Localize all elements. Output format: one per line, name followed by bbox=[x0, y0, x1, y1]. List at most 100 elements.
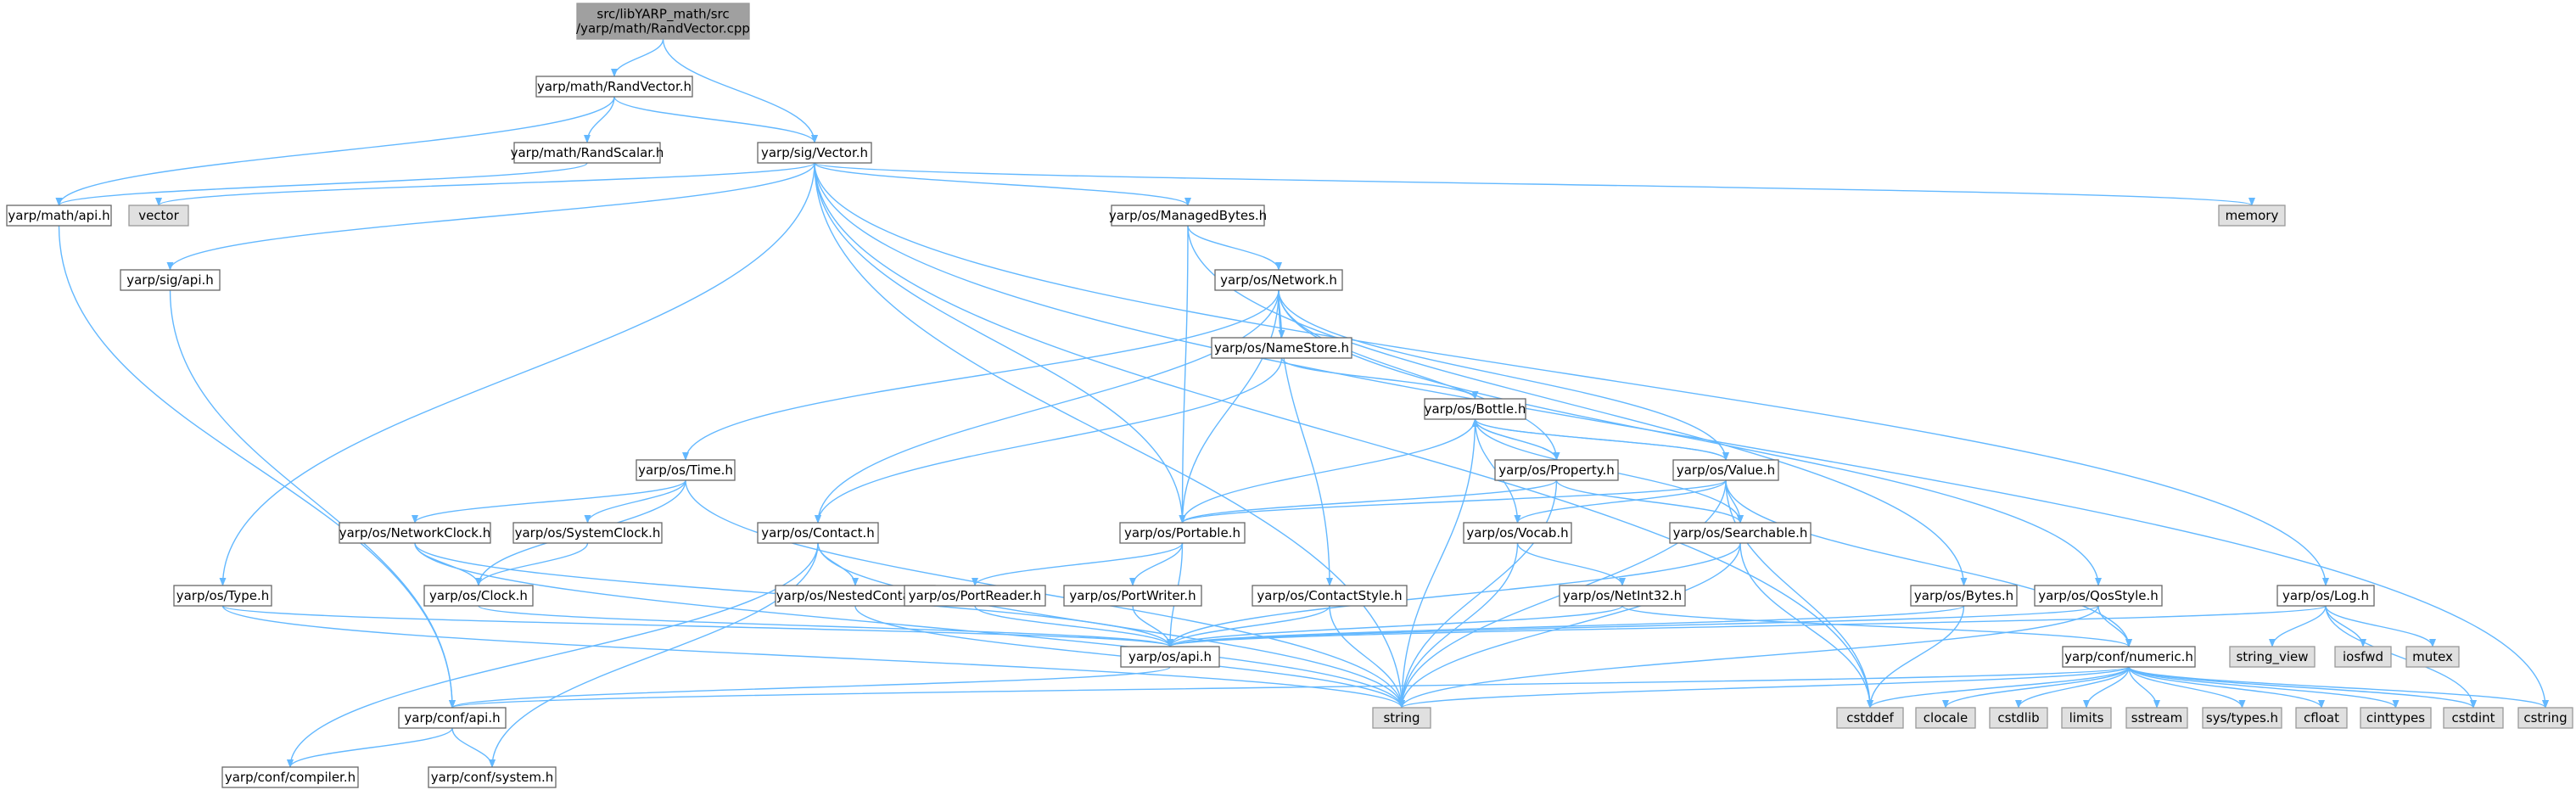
node-label: yarp/os/PortReader.h bbox=[909, 588, 1042, 603]
node-numeric-h[interactable]: yarp/conf/numeric.h bbox=[2062, 646, 2196, 668]
edge-numeric_h-to-clocale bbox=[1942, 666, 2130, 709]
edge-time_h-to-systemclock_h bbox=[584, 479, 686, 524]
node-vocab-h[interactable]: yarp/os/Vocab.h bbox=[1463, 522, 1572, 544]
edge-numeric_h-to-conf_api_h bbox=[449, 666, 2130, 709]
node-label: yarp/os/Property.h bbox=[1498, 462, 1614, 478]
node-label: yarp/os/SystemClock.h bbox=[515, 525, 661, 541]
edge-type_h-to-string bbox=[221, 605, 1405, 709]
node-box bbox=[2517, 707, 2573, 729]
node-box bbox=[757, 142, 872, 164]
node-clock-h[interactable]: yarp/os/Clock.h bbox=[423, 585, 534, 607]
edge-randvector_h-to-sig_vector_h bbox=[613, 96, 818, 143]
node-managedbytes-h[interactable]: yarp/os/ManagedBytes.h bbox=[1109, 205, 1267, 227]
node-system-h[interactable]: yarp/conf/system.h bbox=[428, 766, 557, 788]
node-contactstyle-h[interactable]: yarp/os/ContactStyle.h bbox=[1252, 585, 1408, 607]
node-label: iosfwd bbox=[2343, 649, 2383, 664]
node-box bbox=[2295, 707, 2348, 729]
node-compiler-h[interactable]: yarp/conf/compiler.h bbox=[221, 766, 359, 788]
node-root: src/libYARP_math/src/yarp/math/RandVecto… bbox=[576, 3, 750, 40]
node-value-h[interactable]: yarp/os/Value.h bbox=[1672, 459, 1779, 481]
node-box bbox=[2334, 646, 2392, 668]
edge-netint32_h-to-numeric_h bbox=[1621, 605, 2132, 647]
node-log-h[interactable]: yarp/os/Log.h bbox=[2276, 585, 2375, 607]
node-box bbox=[1910, 585, 2018, 607]
node-bytes-h[interactable]: yarp/os/Bytes.h bbox=[1910, 585, 2018, 607]
node-netint32-h[interactable]: yarp/os/NetInt32.h bbox=[1559, 585, 1686, 607]
node-box bbox=[1494, 459, 1619, 481]
edge-network_h-to-portable_h bbox=[1179, 289, 1280, 524]
edge-contactstyle_h-to-string bbox=[1329, 605, 1405, 709]
node-networkclock-h[interactable]: yarp/os/NetworkClock.h bbox=[339, 522, 491, 544]
node-portwriter-h[interactable]: yarp/os/PortWriter.h bbox=[1063, 585, 1202, 607]
node-label: string bbox=[1383, 710, 1420, 726]
node-randscalar-h[interactable]: yarp/math/RandScalar.h bbox=[511, 142, 664, 164]
edge-sig_vector_h-to-sig_api_h bbox=[166, 162, 815, 271]
node-label: yarp/os/ManagedBytes.h bbox=[1109, 208, 1267, 223]
node-portreader-h[interactable]: yarp/os/PortReader.h bbox=[904, 585, 1046, 607]
edge-numeric_h-to-cstdlib bbox=[2015, 666, 2130, 709]
edge-sig_vector_h-to-vector bbox=[155, 162, 815, 206]
node-box bbox=[1120, 646, 1220, 668]
node-cstdint: cstdint bbox=[2443, 707, 2504, 729]
node-label: yarp/os/NameStore.h bbox=[1214, 340, 1349, 356]
node-box bbox=[2276, 585, 2375, 607]
node-bottle-h[interactable]: yarp/os/Bottle.h bbox=[1424, 398, 1526, 420]
node-type-h[interactable]: yarp/os/Type.h bbox=[173, 585, 272, 607]
node-label: yarp/math/RandVector.h bbox=[537, 79, 692, 94]
node-label: yarp/os/Bottle.h bbox=[1425, 401, 1526, 417]
node-clocale: clocale bbox=[1915, 707, 1976, 729]
node-box bbox=[1211, 337, 1352, 359]
node-label: yarp/os/QosStyle.h bbox=[2038, 588, 2159, 603]
edge-sig_vector_h-to-cstring bbox=[814, 162, 2549, 709]
node-box bbox=[1214, 269, 1343, 291]
edge-sig_vector_h-to-string bbox=[814, 162, 1405, 709]
node-time-h[interactable]: yarp/os/Time.h bbox=[636, 459, 736, 481]
node-contact-h[interactable]: yarp/os/Contact.h bbox=[757, 522, 879, 544]
edge-sig_vector_h-to-log_h bbox=[814, 162, 2329, 586]
node-systemclock-h[interactable]: yarp/os/SystemClock.h bbox=[512, 522, 663, 544]
node-label: yarp/math/RandScalar.h bbox=[511, 145, 664, 160]
node-searchable-h[interactable]: yarp/os/Searchable.h bbox=[1669, 522, 1812, 544]
edge-property_h-to-searchable_h bbox=[1555, 479, 1744, 524]
node-label: yarp/os/Time.h bbox=[638, 462, 733, 478]
node-box bbox=[2443, 707, 2504, 729]
node-box bbox=[2125, 707, 2188, 729]
node-portable-h[interactable]: yarp/os/Portable.h bbox=[1119, 522, 1246, 544]
edge-numeric_h-to-cstddef bbox=[1867, 666, 2130, 709]
edge-network_h-to-contact_h bbox=[815, 289, 1280, 524]
node-string-view: string_view bbox=[2229, 646, 2316, 668]
node-label: mutex bbox=[2412, 649, 2453, 664]
node-box bbox=[2229, 646, 2316, 668]
node-network-h[interactable]: yarp/os/Network.h bbox=[1214, 269, 1343, 291]
node-property-h[interactable]: yarp/os/Property.h bbox=[1494, 459, 1619, 481]
edge-namestore_h-to-contact_h bbox=[815, 357, 1283, 524]
edge-contactstyle_h-to-os_api_h bbox=[1167, 605, 1330, 647]
node-label: limits bbox=[2069, 710, 2104, 726]
node-box bbox=[2202, 707, 2282, 729]
node-iosfwd: iosfwd bbox=[2334, 646, 2392, 668]
node-mutex: mutex bbox=[2405, 646, 2460, 668]
edge-sig_vector_h-to-type_h bbox=[219, 162, 815, 586]
node-randvector-h[interactable]: yarp/math/RandVector.h bbox=[535, 76, 693, 98]
node-os-api-h[interactable]: yarp/os/api.h bbox=[1120, 646, 1220, 668]
node-box bbox=[2061, 707, 2112, 729]
dependency-nodes: src/libYARP_math/src/yarp/math/RandVecto… bbox=[6, 3, 2573, 788]
edge-os_api_h-to-conf_api_h bbox=[449, 666, 1171, 709]
node-qosstyle-h[interactable]: yarp/os/QosStyle.h bbox=[2034, 585, 2163, 607]
node-label: yarp/os/Bytes.h bbox=[1914, 588, 2013, 603]
node-cstddef: cstddef bbox=[1836, 707, 1904, 729]
node-box bbox=[1063, 585, 1202, 607]
edge-portable_h-to-portwriter_h bbox=[1129, 542, 1184, 586]
node-box bbox=[2062, 646, 2196, 668]
node-namestore-h[interactable]: yarp/os/NameStore.h bbox=[1211, 337, 1352, 359]
node-box bbox=[1111, 205, 1265, 227]
node-sig-vector-h[interactable]: yarp/sig/Vector.h bbox=[757, 142, 872, 164]
edge-namestore_h-to-bottle_h bbox=[1280, 357, 1479, 400]
edge-networkclock_h-to-string bbox=[414, 542, 1405, 709]
edge-systemclock_h-to-clock_h bbox=[475, 542, 589, 586]
edge-property_h-to-portable_h bbox=[1179, 479, 1558, 524]
node-sig-api-h[interactable]: yarp/sig/api.h bbox=[120, 269, 221, 291]
node-math-api-h[interactable]: yarp/math/api.h bbox=[6, 205, 112, 227]
node-conf-api-h[interactable]: yarp/conf/api.h bbox=[398, 707, 507, 729]
